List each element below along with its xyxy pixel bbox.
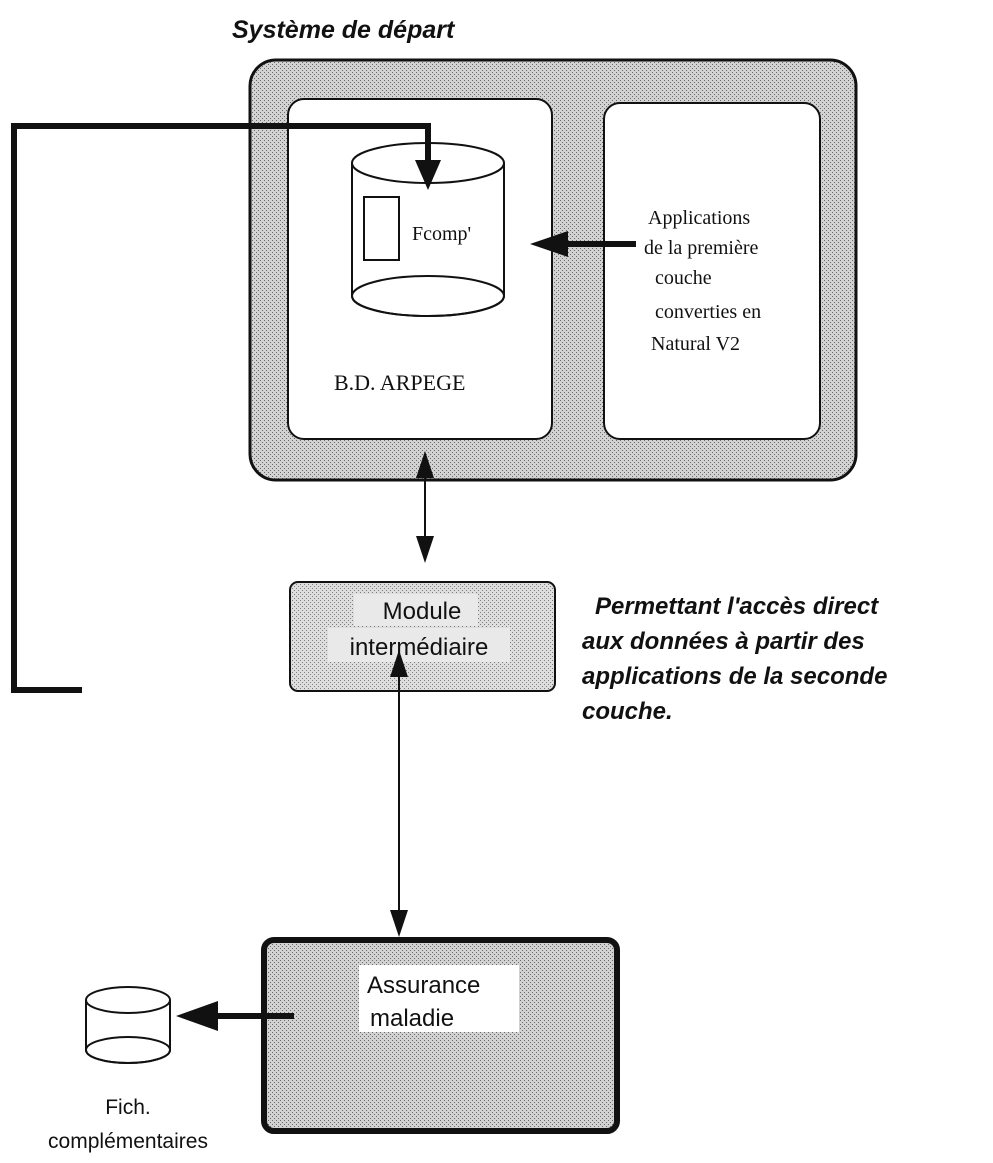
description-line: Permettant l'accès direct [595, 593, 879, 620]
module-label-line: Module [383, 598, 462, 625]
applications-line: couche [655, 267, 712, 289]
fcomp-label: Fcomp' [412, 223, 471, 245]
assurance-maladie-box [261, 937, 620, 1134]
fcomp-file-icon [363, 196, 400, 261]
applications-line: de la première [644, 237, 758, 259]
fich-cylinder-icon [85, 986, 171, 1064]
module-label-backdrop [354, 594, 478, 626]
module-label-line: intermédiaire [350, 634, 489, 661]
description-line: couche. [582, 698, 673, 725]
fich-label-line: complémentaires [48, 1130, 208, 1153]
applications-panel [603, 102, 821, 440]
applications-line: Applications [648, 207, 750, 229]
applications-line: Natural V2 [651, 333, 740, 355]
database-label: B.D. ARPEGE [334, 370, 465, 395]
fich-to-db-feedback-arrow [11, 123, 441, 693]
module-description: Permettant l'accès direct aux données à … [582, 593, 887, 725]
module-assurance-bidirectional-arrow [390, 650, 408, 937]
assurance-label-line: maladie [370, 1005, 454, 1032]
assurance-to-fich-arrow [176, 1001, 294, 1031]
description-line: applications de la seconde [582, 663, 887, 690]
description-line: aux données à partir des [582, 628, 865, 655]
applications-to-db-arrow [530, 231, 636, 257]
applications-text: Applications de la première couche conve… [644, 207, 761, 355]
assurance-label-line: Assurance [367, 972, 480, 999]
module-label-backdrop [328, 628, 510, 662]
system-module-bidirectional-arrow [416, 451, 434, 563]
assurance-label-backdrop [359, 965, 519, 1032]
diagram-title: Système de départ [232, 16, 456, 44]
fich-label-line: Fich. [105, 1096, 151, 1119]
applications-line: converties en [655, 301, 761, 323]
